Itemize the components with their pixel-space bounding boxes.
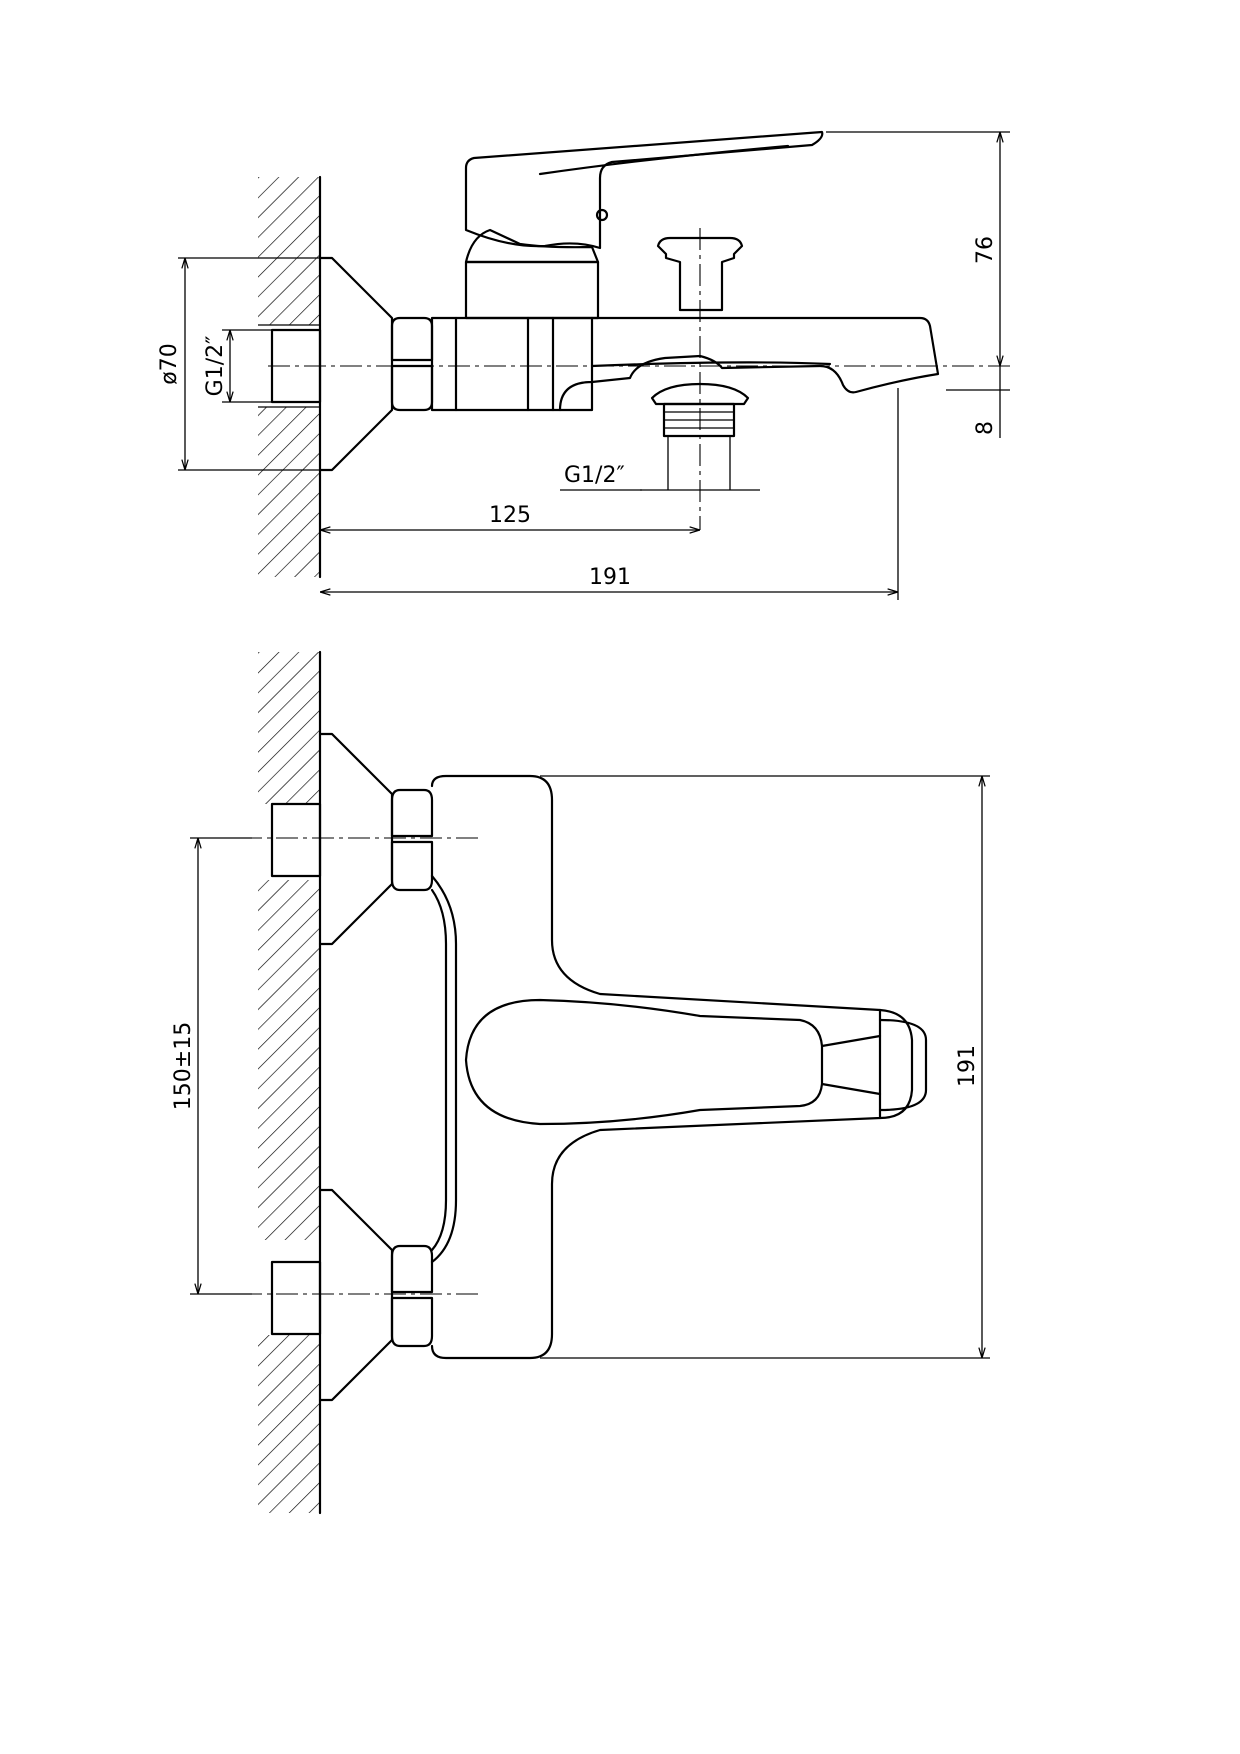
dim-total-length-label: 191 [589,565,631,590]
hex-nut-side [390,316,434,412]
dim-height-bottom-label: 8 [973,421,998,435]
valve-body-side [430,316,594,412]
lever-screw-icon [595,208,609,222]
top-view: 150±15 191 [171,650,990,1515]
dim-outlet-thread: G1/2″ [560,463,760,491]
lever-edge-line [538,144,790,176]
body-top [430,774,882,1360]
dim-outlet-distance-label: 125 [489,503,531,528]
dim-height: 76 8 [826,131,1010,438]
dim-outlet-distance: 125 [320,503,700,530]
dim-body-width: 191 [540,775,990,1359]
dim-inlet-thread-label: G1/2″ [203,336,228,397]
lever-handle-top [464,998,928,1126]
lever-grip-side [464,130,824,250]
dim-outlet-thread-label: G1/2″ [564,463,625,488]
connecting-tube-inner [430,888,448,1252]
escutcheon-side [318,256,394,472]
outlet-connector-side [650,382,750,490]
diverter-knob-side [656,236,744,312]
dim-diameter-label: ø70 [157,343,182,384]
dim-center-distance: 150±15 [171,837,252,1295]
dim-inlet-thread: G1/2″ [203,329,272,403]
cartridge-base-side [464,260,600,320]
dim-total-length: 191 [320,388,899,600]
spout-side [558,316,940,412]
connecting-tube-top [430,874,458,1264]
wall-hatching-top [258,650,322,1515]
dim-diameter: ø70 [157,257,320,471]
dim-height-top-label: 76 [973,236,998,264]
inlet-lower-top [270,1188,434,1402]
wall-hatching-side [258,175,322,579]
side-view: ø70 G1/2″ 76 8 G1/2″ 125 [157,130,1010,600]
spout-underside-line [590,361,832,368]
dim-body-width-label: 191 [955,1045,980,1087]
dim-center-distance-label: 150±15 [171,1022,196,1110]
inlet-upper-top [270,732,434,946]
